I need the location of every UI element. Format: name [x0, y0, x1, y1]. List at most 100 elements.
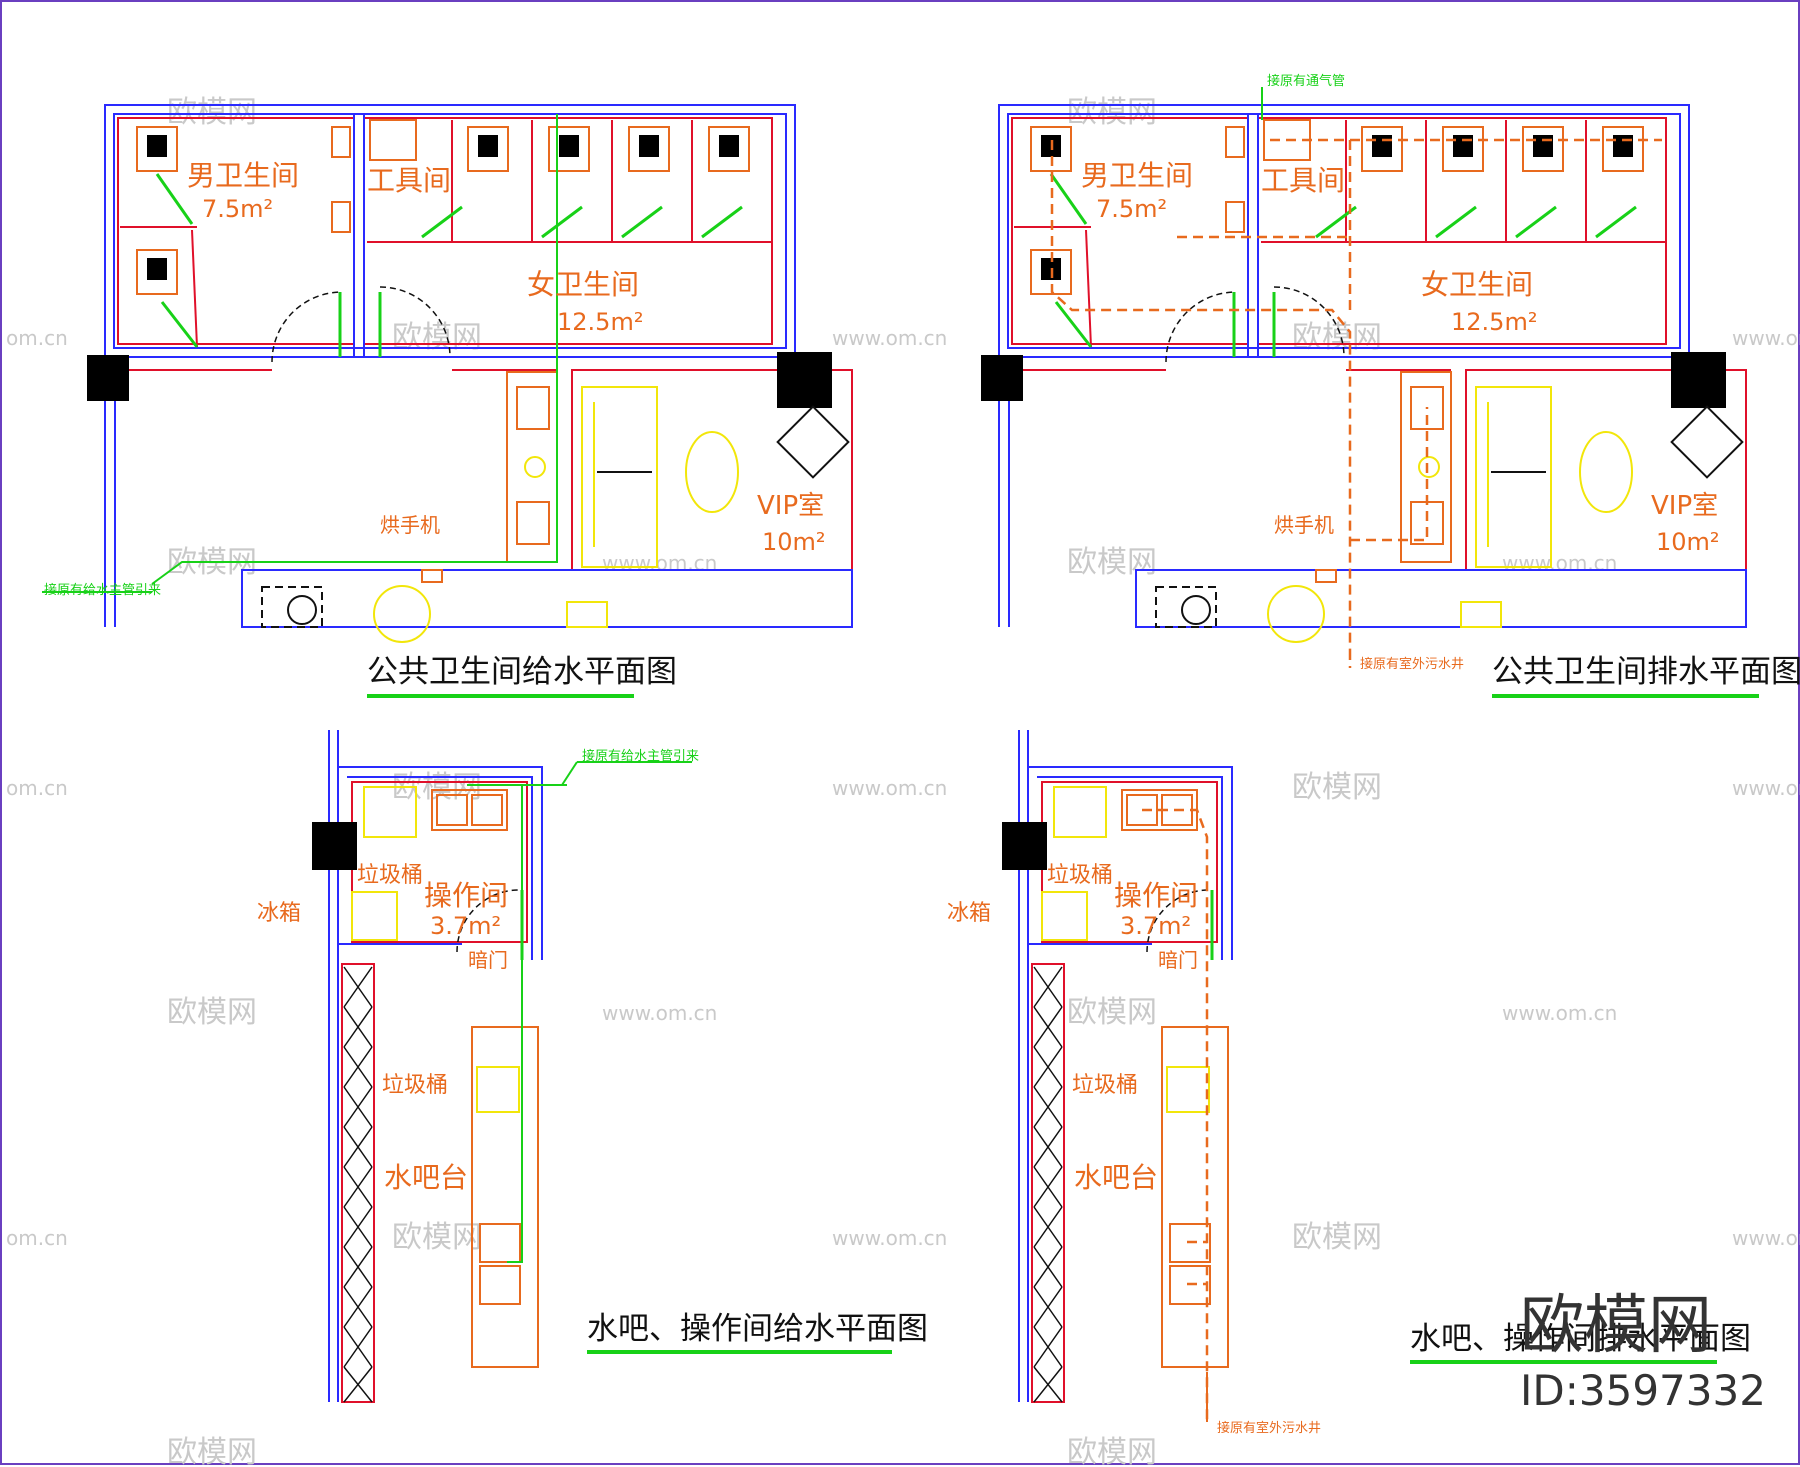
mop-sink [369, 119, 417, 161]
label-trash: 垃圾桶 [357, 863, 423, 888]
sofa [1475, 386, 1552, 568]
bar-counter [1161, 1026, 1229, 1368]
lattice-pattern [1033, 966, 1063, 1403]
note-supply-main: 接原有给水主管引来 [582, 748, 699, 764]
trash-bin [1053, 786, 1107, 838]
structural-column [981, 355, 1023, 401]
fridge [1041, 891, 1088, 941]
watermark-text: 欧模网 [1067, 545, 1157, 580]
wash-basin [516, 386, 550, 430]
door-leaf [1595, 205, 1637, 239]
plan-title: 公共卫生间给水平面图 [367, 654, 677, 690]
round-table [373, 585, 431, 643]
sink-bowl [1169, 1223, 1211, 1263]
watermark-site: www.om.cn [832, 1226, 947, 1250]
label-fridge: 冰箱 [257, 901, 301, 926]
watermark-site: www.om.cn [1732, 776, 1800, 800]
door-swing [271, 291, 343, 363]
label-bar-counter: 水吧台 [384, 1161, 468, 1194]
label-trash: 垃圾桶 [1047, 863, 1113, 888]
toilet-fixture [136, 126, 178, 172]
watermark-site: www.om.cn [1502, 551, 1617, 575]
structural-column [777, 352, 832, 408]
structural-column [1671, 352, 1726, 408]
watermark-text: 欧模网 [167, 95, 257, 130]
fan-icon [1181, 595, 1211, 625]
fan-icon [287, 595, 317, 625]
drain-pipe [1050, 140, 1352, 650]
urinal-fixture [331, 201, 351, 233]
watermark-text: 欧模网 [167, 1435, 257, 1467]
bar-drain-plan: 垃圾桶 操作间 3.7m² 冰箱 暗门 垃圾桶 水吧台 接原有室外污水井 水吧、… [947, 730, 1751, 1436]
room-label-tool: 工具间 [1261, 164, 1345, 197]
room-area-op: 3.7m² [1120, 912, 1191, 940]
door-leaf [621, 205, 663, 239]
floor-drain [1418, 456, 1440, 478]
restroom-supply-plan: 男卫生间 7.5m² 工具间 女卫生间 12.5m² VIP室 10m² 烘手机… [42, 104, 853, 698]
watermark-site: om.cn [6, 1226, 68, 1250]
hand-dryer [1315, 569, 1337, 583]
lattice-pattern [343, 966, 373, 1403]
drain-pipe [1350, 407, 1429, 542]
sink-bowl [471, 794, 503, 826]
room-label-men: 男卫生间 [187, 159, 299, 192]
structural-column [87, 355, 129, 401]
door-leaf [1435, 205, 1477, 239]
note-sewer-well: 接原有室外污水井 [1360, 656, 1464, 672]
structural-column [1002, 822, 1047, 870]
door-leaf [701, 205, 743, 239]
note-supply-main: 接原有给水主管引来 [44, 582, 161, 598]
urinal-fixture [331, 126, 351, 158]
sink-bowl [479, 1223, 521, 1263]
bar-area-wall [1135, 569, 1747, 628]
equipment [1155, 586, 1217, 628]
floor-drain [524, 456, 546, 478]
label-fridge: 冰箱 [947, 901, 991, 926]
room-area-vip: 10m² [1656, 528, 1720, 556]
watermark-site: www.om.cn [1732, 326, 1800, 350]
fridge [351, 891, 398, 941]
door-swing [1273, 286, 1345, 358]
brand-logo-text: 欧模网 [1520, 1289, 1712, 1363]
trash-bin [1166, 1066, 1210, 1113]
toilet-fixture [1522, 126, 1564, 172]
room-label-op: 操作间 [1114, 879, 1198, 912]
door-leaf [1515, 205, 1557, 239]
sink-bowl [1126, 794, 1158, 826]
supply-leader [561, 761, 578, 786]
wall [1028, 766, 1233, 960]
room-area-vip: 10m² [762, 528, 826, 556]
structural-column [312, 822, 357, 870]
watermark-text: 欧模网 [1292, 320, 1382, 355]
outer-wall [104, 104, 796, 358]
watermark-site: om.cn [6, 776, 68, 800]
watermark-text: 欧模网 [1067, 1435, 1157, 1467]
wall [347, 776, 533, 960]
door-leaf [155, 173, 194, 225]
room-area-men: 7.5m² [202, 195, 273, 223]
model-id: ID:3597332 [1520, 1366, 1766, 1415]
watermark-text: 欧模网 [1292, 1220, 1382, 1255]
vanity-counter [1400, 371, 1452, 563]
label-hand-dryer: 烘手机 [380, 513, 440, 537]
wash-basin [516, 501, 550, 545]
watermark-site: www.om.cn [602, 1001, 717, 1025]
room-label-vip: VIP室 [757, 491, 824, 521]
toilet-fixture [1361, 126, 1403, 172]
door-swing [379, 286, 451, 358]
plan-title: 公共卫生间排水平面图 [1492, 654, 1800, 690]
toilet-fixture [467, 126, 509, 172]
double-sink [431, 789, 508, 831]
bar-supply-plan: 垃圾桶 操作间 3.7m² 冰箱 暗门 垃圾桶 水吧台 接原有给水主管引来 水吧… [257, 730, 928, 1403]
door-leaf [160, 301, 199, 348]
wash-basin [1410, 386, 1444, 430]
bar-area-wall [241, 569, 853, 628]
label-hidden-door: 暗门 [1158, 948, 1198, 972]
water-supply-pipe [507, 784, 567, 1263]
outer-wall [998, 104, 1690, 358]
door-leaf [1054, 301, 1093, 348]
equipment [1460, 601, 1502, 628]
plan-title: 水吧、操作间排水平面图 [1410, 1321, 1751, 1357]
